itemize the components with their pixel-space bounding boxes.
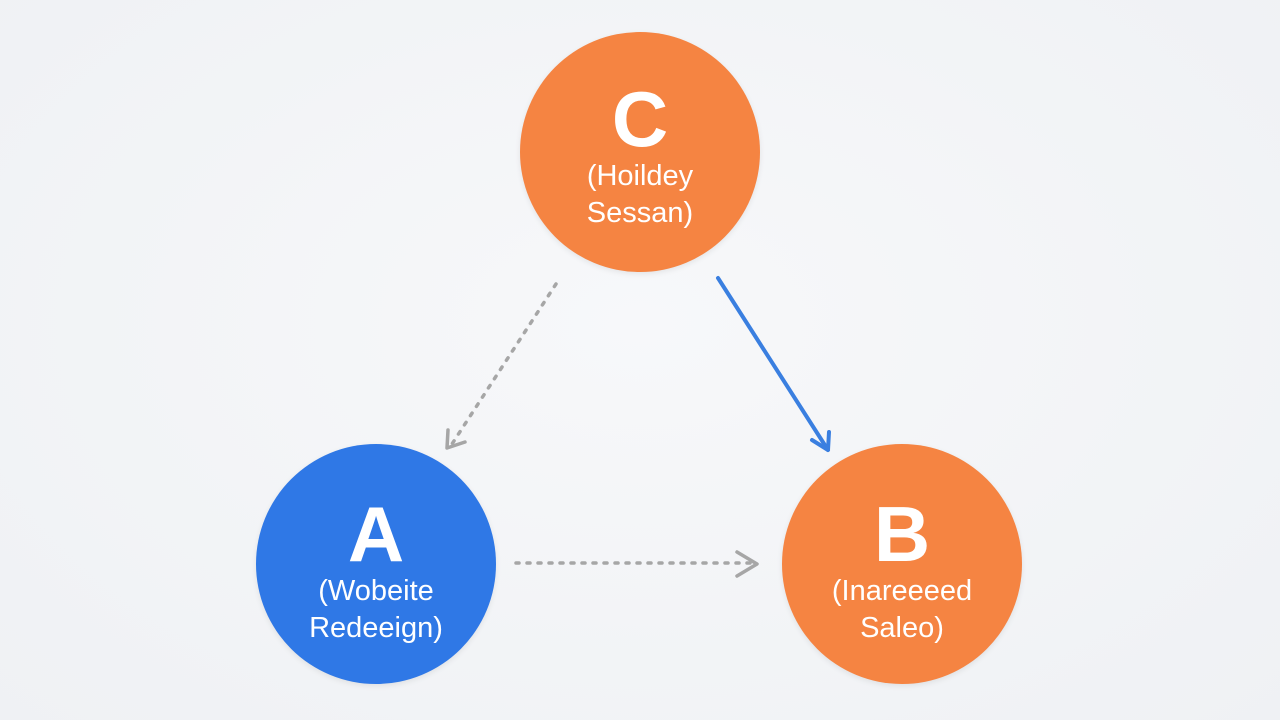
node-c-letter: C xyxy=(611,75,669,163)
node-a-letter: A xyxy=(347,490,405,578)
node-b-increased-sales: B (Inareeeed Saleo) xyxy=(782,444,1022,684)
edge-c-to-b xyxy=(716,276,831,452)
node-c-holiday-season: C (Hoildey Sessan) xyxy=(520,32,760,272)
node-c-caption-line1: (Hoildey xyxy=(586,160,694,192)
node-b-letter: B xyxy=(873,490,931,578)
edge-a-to-b-arrowhead xyxy=(735,550,759,578)
edge-c-to-a-arrowhead xyxy=(445,428,467,450)
edge-c-to-a xyxy=(445,282,558,450)
node-c-caption-line2: Sessan) xyxy=(586,197,694,229)
node-a-caption-line1: (Wobeite xyxy=(318,575,434,607)
edge-c-to-b-arrowhead xyxy=(810,430,831,452)
node-b-caption-line1: (Inareeeed xyxy=(831,575,973,607)
node-a-website-redesign: A (Wobeite Redeeign) xyxy=(256,444,496,684)
node-a-caption-line2: Redeeign) xyxy=(309,612,443,644)
edge-a-to-b xyxy=(514,550,759,578)
node-b-caption-line2: Saleo) xyxy=(860,612,944,644)
